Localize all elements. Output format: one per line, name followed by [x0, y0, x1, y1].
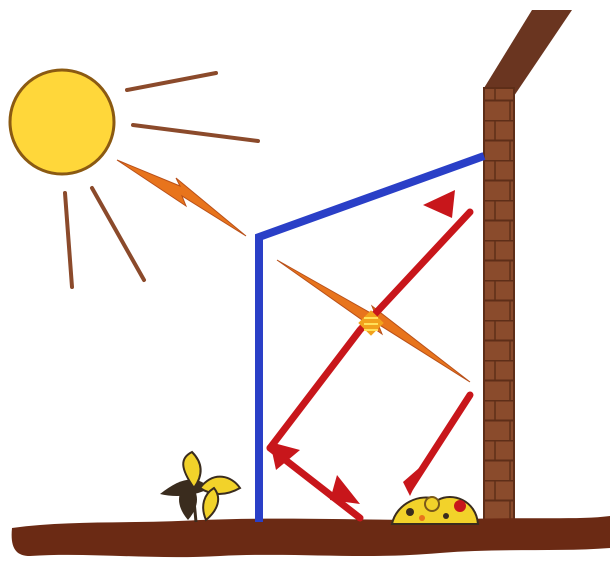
sun: [10, 70, 114, 174]
arrowhead: [423, 190, 455, 218]
arrowhead: [403, 462, 426, 496]
sun-ray: [65, 193, 72, 287]
wall-bricks: [484, 88, 514, 528]
arrowhead: [330, 475, 360, 504]
roof-cap: [484, 10, 572, 96]
infrared-arrows: [270, 212, 470, 518]
flower-patch: [392, 497, 478, 524]
sun-ray: [92, 188, 144, 280]
ground: [12, 516, 610, 557]
brick-wall: [484, 10, 572, 528]
sun-ray: [133, 125, 258, 141]
plant: [160, 452, 240, 522]
sun-ray: [127, 73, 216, 90]
incoming-arrow-segment: [117, 160, 246, 236]
